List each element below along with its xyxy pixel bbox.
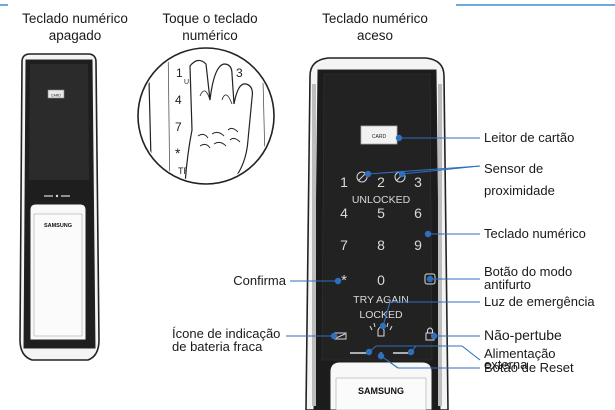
title-keypad-off: Teclado numérico apagado [22, 11, 128, 43]
key-1: 1 [340, 174, 348, 190]
card-reader [360, 125, 398, 145]
callout-dots [330, 134, 438, 360]
key-5: 5 [377, 205, 385, 221]
lock-off-card-label: CARD [51, 94, 61, 98]
title-touch-keypad: Toque o teclado numérico [162, 11, 258, 43]
inset-key-7: 7 [175, 120, 182, 134]
inset-key-star: * [175, 145, 181, 161]
key-7: 7 [340, 237, 348, 253]
label-antitheft-button: Botão do modo antifurto [484, 264, 573, 292]
inset-key-4: 4 [175, 93, 182, 107]
confirm-asterisk-icon: * [341, 272, 347, 289]
lock-off-device: CARD SAMSUNG [19, 53, 100, 361]
label-low-battery-icon: Ícone de indicação de bateria fraca [172, 326, 281, 354]
label-reset-button: Botão de Reset [484, 360, 574, 375]
hand-touch-inset: 1 U 3 4 7 * TR [137, 47, 275, 185]
try-again-text: TRY AGAIN [353, 294, 409, 306]
unlocked-text: UNLOCKED [352, 194, 411, 206]
lock-on-device: CARD 1 2 3 4 5 6 7 8 9 0 UNLOCKED TRY AG… [305, 57, 449, 410]
label-card-reader: Leitor de cartão [484, 130, 575, 145]
key-3: 3 [414, 174, 422, 190]
label-emergency-light: Luz de emergência [484, 294, 595, 309]
inset-key-1: 1 [176, 66, 183, 80]
inset-key-3: 3 [236, 66, 243, 80]
label-external-power: Alimentação externa [484, 346, 556, 372]
top-rule-left [0, 4, 8, 6]
key-0: 0 [377, 272, 385, 288]
callout-lines [286, 137, 481, 369]
locked-text: LOCKED [359, 309, 403, 321]
top-rule-right [456, 4, 615, 6]
lock-off-brand: SAMSUNG [44, 223, 72, 229]
key-9: 9 [414, 237, 422, 253]
lock-on-brand: SAMSUNG [358, 386, 404, 396]
label-do-not-disturb: Não-pertube [484, 327, 562, 343]
lock-on-keypad: 1 2 3 4 5 6 7 8 9 0 [340, 174, 422, 288]
inset-partial-u: U [184, 79, 189, 86]
inset-partial-tr: TR [178, 166, 190, 176]
title-keypad-on: Teclado numérico aceso [322, 11, 428, 43]
label-keypad: Teclado numérico [484, 226, 586, 241]
key-6: 6 [414, 205, 422, 221]
key-4: 4 [340, 205, 348, 221]
label-proximity-sensor: Sensor de proximidade [484, 161, 555, 198]
lock-off-card-slot [47, 89, 65, 99]
key-8: 8 [377, 237, 385, 253]
lock-on-card-label: CARD [372, 134, 387, 140]
label-confirm: Confirma [233, 273, 286, 288]
key-2: 2 [377, 174, 385, 190]
